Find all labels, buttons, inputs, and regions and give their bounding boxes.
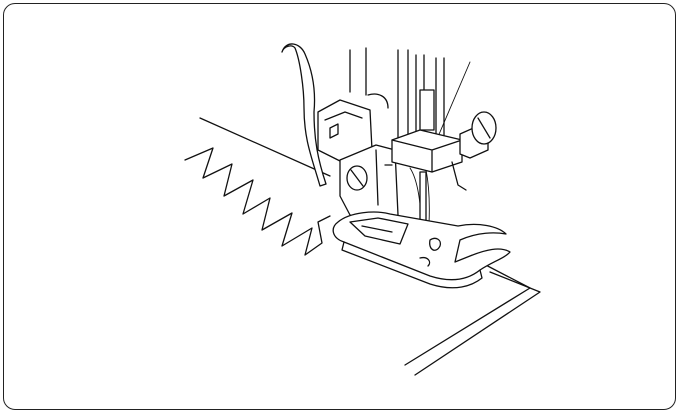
- needle-clamp: [391, 111, 497, 191]
- figure-frame: [3, 3, 676, 410]
- presser-foot: [332, 211, 511, 289]
- zigzag-stitch: [184, 147, 331, 256]
- fabric: [199, 117, 541, 376]
- presser-bar: [349, 47, 445, 151]
- screw-icon: [346, 165, 368, 191]
- presser-foot-lever: [281, 43, 327, 187]
- presser-foot-shank: [317, 99, 399, 226]
